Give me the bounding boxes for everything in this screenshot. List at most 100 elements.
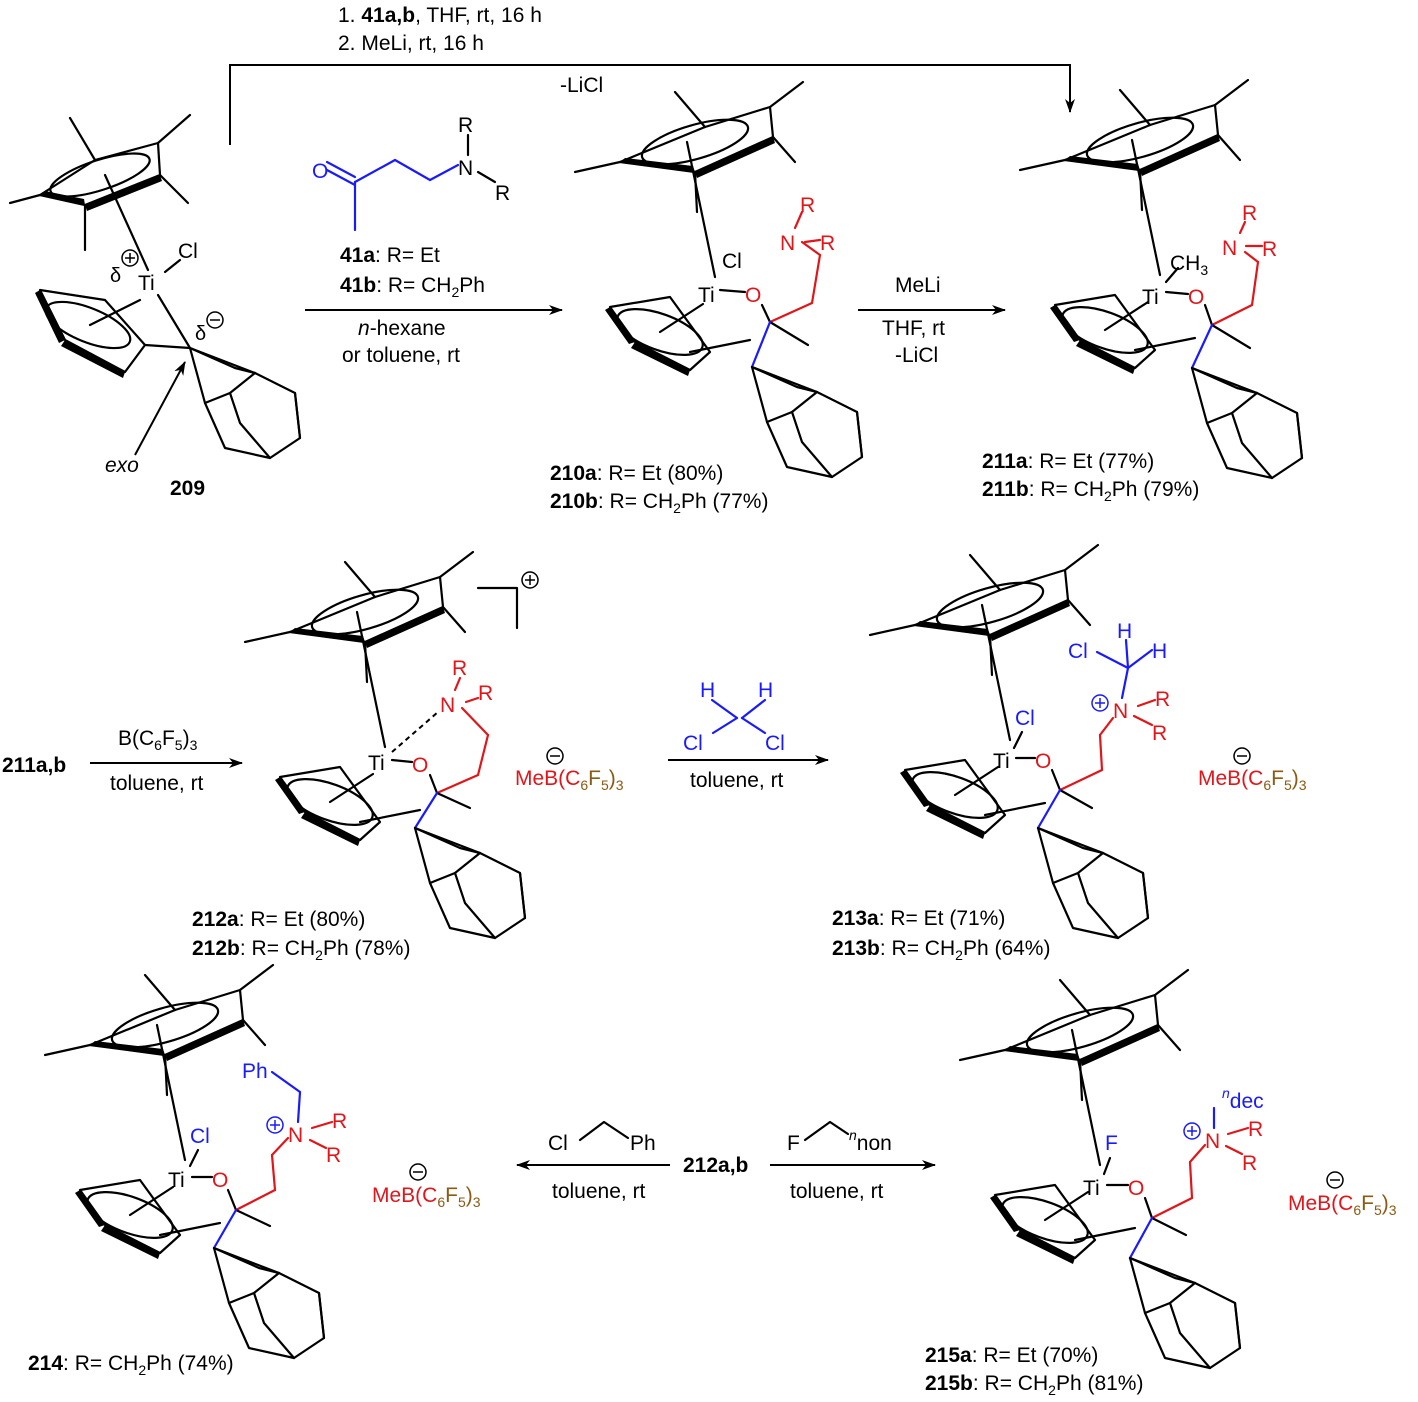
arrow-5-right-non: nnon [849,1127,892,1155]
ti-214: Ti [168,1169,185,1192]
o-212: O [412,754,428,777]
o-213: O [1035,750,1051,773]
arrow-3-start: 211a,b [2,754,66,777]
cl-209: Cl [178,240,198,263]
top-byproduct: -LiCl [560,74,603,97]
cl-214: Cl [190,1125,210,1148]
arrow-5-left-below: toluene, rt [552,1180,646,1203]
compound-214: Ti Cl O N Ph R R MeB(C6F5)3 214: R= CH2P… [28,963,481,1378]
arrow-2-line1: THF, rt [882,317,945,340]
arrow-5: 212a,b Cl Ph toluene, rt F nnon toluene,… [516,1120,936,1203]
arrow-5-start: 212a,b [683,1154,748,1177]
h2-213: H [1152,640,1167,663]
ti-210-label: Ti [698,284,715,307]
arrow-1: n-hexane or toluene, rt [305,305,563,367]
cl2-dcm: Cl [765,732,785,755]
arrow-4: H H Cl Cl toluene, rt [668,679,829,792]
r2-214: R [326,1144,341,1167]
arrow-3: 211a,b B(C6F5)3 toluene, rt [2,727,243,795]
top-bracket-arrow: 1. 41a,b, THF, rt, 16 h 2. MeLi, rt, 16 … [229,4,1075,145]
compound-211: Ti CH3 O N R R 211a: R= Et (77%) 211b: R… [982,78,1304,504]
r2-41: R [495,182,510,205]
arrow-5-left-ph: Ph [630,1132,656,1155]
ti-213: Ti [993,750,1010,773]
r1-214: R [332,1110,347,1133]
r1-212: R [452,657,467,680]
anion-213: MeB(C6F5)3 [1198,767,1307,793]
ti-212: Ti [368,752,385,775]
dec-215: ndec [1222,1085,1264,1113]
compound-212: Ti O N R R MeB(C6F5)3 212a: R= Et (80%) … [192,550,624,963]
cl1-dcm: Cl [683,732,703,755]
ch3-211: CH3 [1170,252,1208,278]
line-215a: 215a: R= Et (70%) [925,1344,1098,1367]
top-step1: 1. 41a,b, THF, rt, 16 h [338,4,542,27]
line-211a: 211a: R= Et (77%) [982,450,1154,473]
line-41b: 41b: R= CH2Ph [340,274,485,300]
ti-209: Ti [138,272,155,295]
arrow-2: MeLi THF, rt -LiCl [858,274,1006,367]
n-213: N [1113,700,1128,723]
f-215: F [1105,1132,1118,1155]
r1-211: R [1242,202,1257,225]
o-41: O [312,160,328,183]
arrow-1-line1: n-hexane [358,317,446,340]
arrow-2-line2: -LiCl [895,344,938,367]
arrow-3-below: toluene, rt [110,772,204,795]
anion-214: MeB(C6F5)3 [372,1184,481,1210]
arrow-5-right-f: F [787,1132,800,1155]
r1-215: R [1248,1118,1263,1141]
h1-213: H [1117,620,1132,643]
line-212a: 212a: R= Et (80%) [192,908,365,931]
delta-minus-209: δ [195,323,206,345]
line-214: 214: R= CH2Ph (74%) [28,1352,234,1378]
ti-211: Ti [1142,286,1159,309]
line-212b: 212b: R= CH2Ph (78%) [192,937,410,963]
cl-c213: Cl [1068,640,1088,663]
arrow-5-left-cl: Cl [548,1132,568,1155]
arrow-4-below: toluene, rt [690,769,784,792]
compound-215: Ti F O N ndec R R MeB(C6F5)3 215a: R= Et… [925,968,1397,1398]
n-210: N [780,232,795,255]
r2-210: R [820,232,835,255]
r2-213: R [1152,722,1167,745]
r2-211: R [1262,238,1277,261]
line-213b: 213b: R= CH2Ph (64%) [832,937,1050,963]
n-215: N [1205,1130,1220,1153]
n-214: N [288,1124,303,1147]
cl-210: Cl [722,250,742,273]
r1-41: R [458,114,473,137]
label-209: 209 [170,477,205,500]
line-215b: 215b: R= CH2Ph (81%) [925,1372,1143,1398]
compound-41: O N R R 41a: R= Et 41b: R= CH2Ph [312,114,510,300]
anion-215: MeB(C6F5)3 [1288,1192,1397,1218]
r1-213: R [1155,688,1170,711]
arrow-5-right-below: toluene, rt [790,1180,884,1203]
compound-209: Ti Cl δ δ exo 209 [8,113,302,500]
arrow-2-above: MeLi [895,274,941,297]
line-211b: 211b: R= CH2Ph (79%) [982,478,1199,504]
n-41: N [458,157,473,180]
h2-dcm: H [758,679,773,702]
compound-213: Ti Cl O N Cl H H R R MeB(C6F5)3 213a: R=… [832,543,1307,963]
line-213a: 213a: R= Et (71%) [832,907,1005,930]
top-step2: 2. MeLi, rt, 16 h [338,32,484,55]
arrow-3-reagent: B(C6F5)3 [118,727,198,753]
o-210: O [745,284,761,307]
cl-213: Cl [1015,707,1035,730]
ti-215: Ti [1083,1177,1100,1200]
o-214: O [212,1169,228,1192]
r2-212: R [478,682,493,705]
line-41a: 41a: R= Et [340,244,440,267]
arrow-1-line2: or toluene, rt [342,344,460,367]
compound-210: N Ti Cl O N R R 210a: R= Et (80%) 210b: … [550,80,864,516]
n-211: N [1222,237,1237,260]
delta-plus-209: δ [110,265,121,287]
line-210a: 210a: R= Et (80%) [550,462,723,485]
o-215: O [1128,1177,1144,1200]
line-210b: 210b: R= CH2Ph (77%) [550,490,768,516]
ph-214: Ph [242,1060,268,1083]
anion-212: MeB(C6F5)3 [515,767,624,793]
h1-dcm: H [700,679,715,702]
